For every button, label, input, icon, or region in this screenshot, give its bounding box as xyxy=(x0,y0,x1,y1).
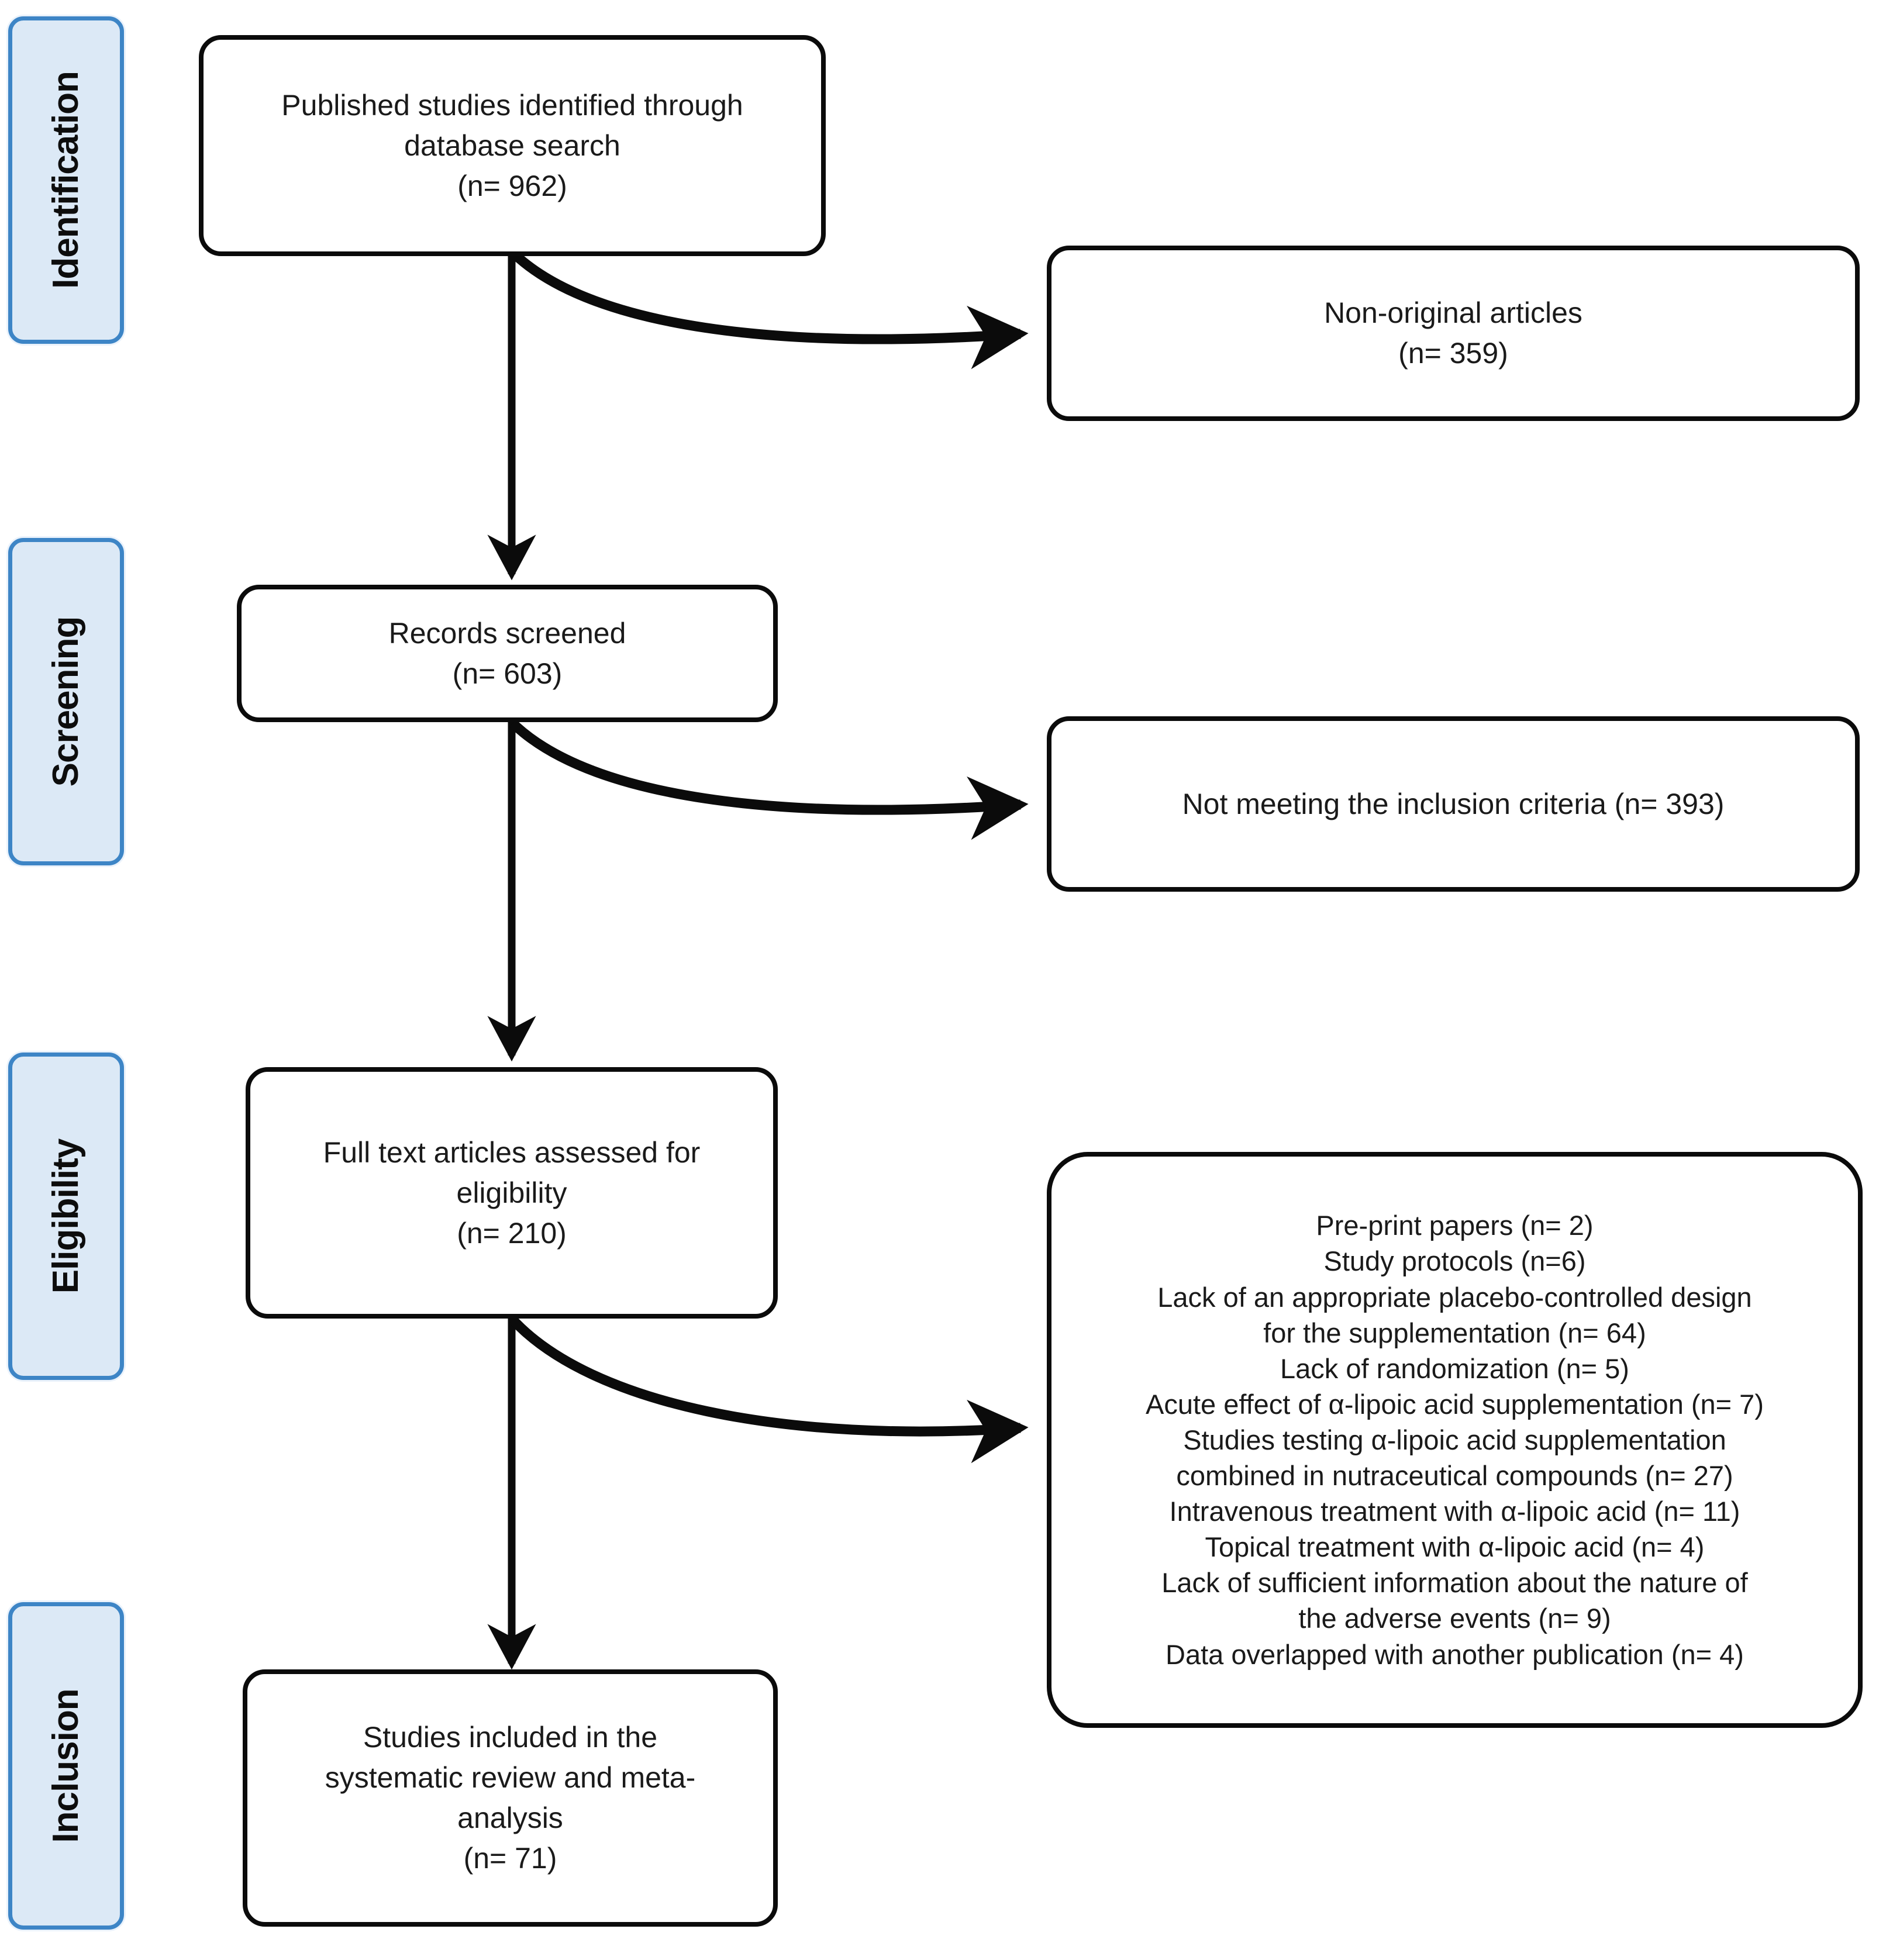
box-studies-identified: Published studies identified through dat… xyxy=(199,35,826,256)
arrow-identified-to-nonoriginal xyxy=(509,249,1029,370)
box-not-meeting-criteria: Not meeting the inclusion criteria (n= 3… xyxy=(1047,716,1860,892)
box-not-meeting-criteria-text: Not meeting the inclusion criteria (n= 3… xyxy=(1182,787,1725,820)
stage-label-eligibility: Eligibility xyxy=(8,1053,124,1380)
stage-label-inclusion-text: Inclusion xyxy=(46,1689,86,1843)
arrow-screened-to-notmeeting xyxy=(509,719,1029,840)
box-records-screened-text: Records screened (n= 603) xyxy=(388,616,626,690)
box-non-original-articles: Non-original articles (n= 359) xyxy=(1047,246,1860,421)
stage-label-inclusion: Inclusion xyxy=(8,1602,124,1930)
box-studies-included-text: Studies included in the systematic revie… xyxy=(325,1721,696,1875)
stage-label-identification-text: Identification xyxy=(46,71,86,289)
stage-label-screening: Screening xyxy=(8,538,124,865)
stage-label-eligibility-text: Eligibility xyxy=(46,1138,86,1294)
box-full-text-assessed: Full text articles assessed for eligibil… xyxy=(246,1067,778,1319)
arrow-fulltext-to-exclusions xyxy=(509,1316,1029,1464)
stage-label-screening-text: Screening xyxy=(46,616,86,787)
box-full-text-assessed-text: Full text articles assessed for eligibil… xyxy=(323,1136,701,1250)
box-studies-identified-text: Published studies identified through dat… xyxy=(281,88,743,202)
box-exclusion-reasons-text: Pre-print papers (n= 2) Study protocols … xyxy=(1146,1210,1764,1670)
stage-label-identification: Identification xyxy=(8,16,124,344)
box-studies-included: Studies included in the systematic revie… xyxy=(243,1669,778,1927)
box-records-screened: Records screened (n= 603) xyxy=(237,585,778,722)
box-non-original-articles-text: Non-original articles (n= 359) xyxy=(1324,296,1582,370)
box-exclusion-reasons: Pre-print papers (n= 2) Study protocols … xyxy=(1047,1152,1863,1728)
